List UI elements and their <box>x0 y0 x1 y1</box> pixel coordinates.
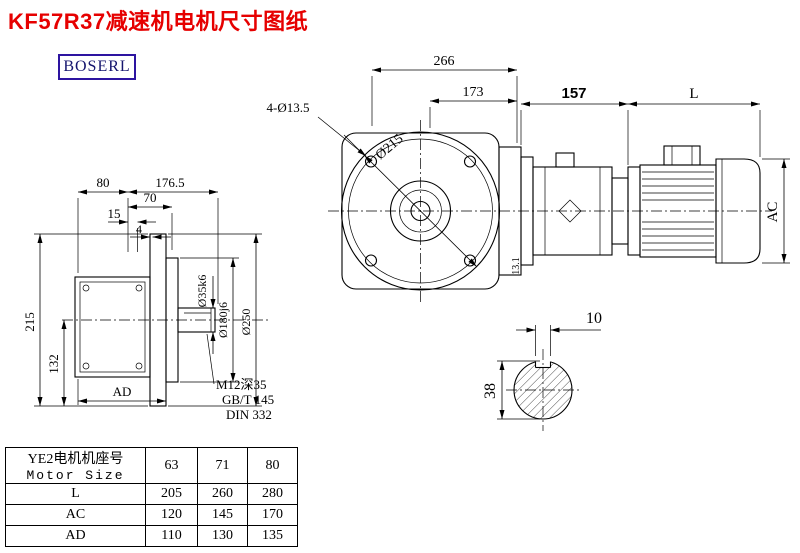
motor-dimensions: 157 L AC <box>520 85 790 264</box>
bolt-holes-label: 4-Ø13.5 <box>267 100 310 115</box>
value-cell: 110 <box>145 525 198 547</box>
dia-215-line <box>364 155 477 267</box>
row-label: AD <box>5 525 146 547</box>
din-standard-note: DIN 332 <box>226 407 272 422</box>
header-en: Motor Size <box>26 468 125 483</box>
shaft-key-section: 10 38 <box>482 310 602 431</box>
key-width-label: 10 <box>586 310 602 327</box>
coupling-diamond-mark <box>558 199 582 223</box>
dim-173-label: 173 <box>463 85 484 100</box>
value-cell: 260 <box>197 483 248 505</box>
dia-flange-label: Ø250 <box>239 309 253 336</box>
dia-hub-label: Ø180j6 <box>216 302 230 338</box>
dim-157-label: 157 <box>561 85 586 102</box>
value-cell: 130 <box>197 525 248 547</box>
bolt-hole <box>364 254 378 267</box>
size-80-header: 80 <box>247 447 298 484</box>
value-cell: 170 <box>247 504 298 526</box>
size-71-header: 71 <box>197 447 248 484</box>
dim-215-label: 215 <box>22 312 37 332</box>
value-cell: 280 <box>247 483 298 505</box>
motor-size-header-cell: YE2电机机座号 Motor Size <box>5 447 146 484</box>
shaft-diameter-label: 38 <box>482 383 499 399</box>
dim-132-label: 132 <box>46 354 61 374</box>
dim-70-label: 70 <box>144 190 157 205</box>
dim-15-label: 15 <box>108 206 121 221</box>
bolt-hole <box>463 155 477 168</box>
page-title: KF57R37减速机电机尺寸图纸 <box>8 9 309 34</box>
dim-AC-label: AC <box>765 202 781 223</box>
motor-side-view <box>498 145 761 276</box>
size-63-header: 63 <box>145 447 198 484</box>
value-cell: 120 <box>145 504 198 526</box>
table-row-AD: AD 110 130 135 <box>5 525 298 547</box>
dim-80-label: 80 <box>97 175 110 190</box>
row-label: L <box>5 483 146 505</box>
header-cn: YE2电机机座号 <box>27 452 124 467</box>
side-view-dimensions: 80 176.5 70 15 4 215 132 AD Ø35k6 Ø180j6 <box>22 175 274 422</box>
tap-note-leader <box>206 333 215 385</box>
dim-AD-label: AD <box>113 384 132 399</box>
motor-dimension-table: YE2电机机座号 Motor Size 63 71 80 L 205 260 2… <box>5 447 298 547</box>
table-header-row: YE2电机机座号 Motor Size 63 71 80 <box>5 447 298 484</box>
dim-L-label: L <box>689 86 698 102</box>
table-row-AC: AC 120 145 170 <box>5 504 298 526</box>
gb-standard-note: GB/T 145 <box>222 392 274 407</box>
value-cell: 205 <box>145 483 198 505</box>
terminal-box <box>663 145 701 166</box>
row-label: AC <box>5 504 146 526</box>
value-cell: 135 <box>247 525 298 547</box>
motor-fins <box>642 171 714 251</box>
dia-215-label: Ø215 <box>373 132 406 163</box>
bolt-holes-leader <box>317 116 367 157</box>
dim-13-1-label: 13.1 <box>511 257 522 275</box>
dim-176-5-label: 176.5 <box>155 175 184 190</box>
dim-266-label: 266 <box>434 54 455 69</box>
fan-cover <box>715 158 761 264</box>
output-side-view <box>62 233 268 407</box>
table-row-L: L 205 260 280 <box>5 483 298 505</box>
value-cell: 145 <box>197 504 248 526</box>
gearbox-body <box>74 276 151 378</box>
brand-logo: BOSERL <box>58 54 136 80</box>
housing-plug <box>555 152 575 168</box>
dia-shaft-label: Ø35k6 <box>195 275 209 308</box>
dim-4-label: 4 <box>136 222 142 236</box>
tap-note: M12深35 <box>216 377 267 392</box>
